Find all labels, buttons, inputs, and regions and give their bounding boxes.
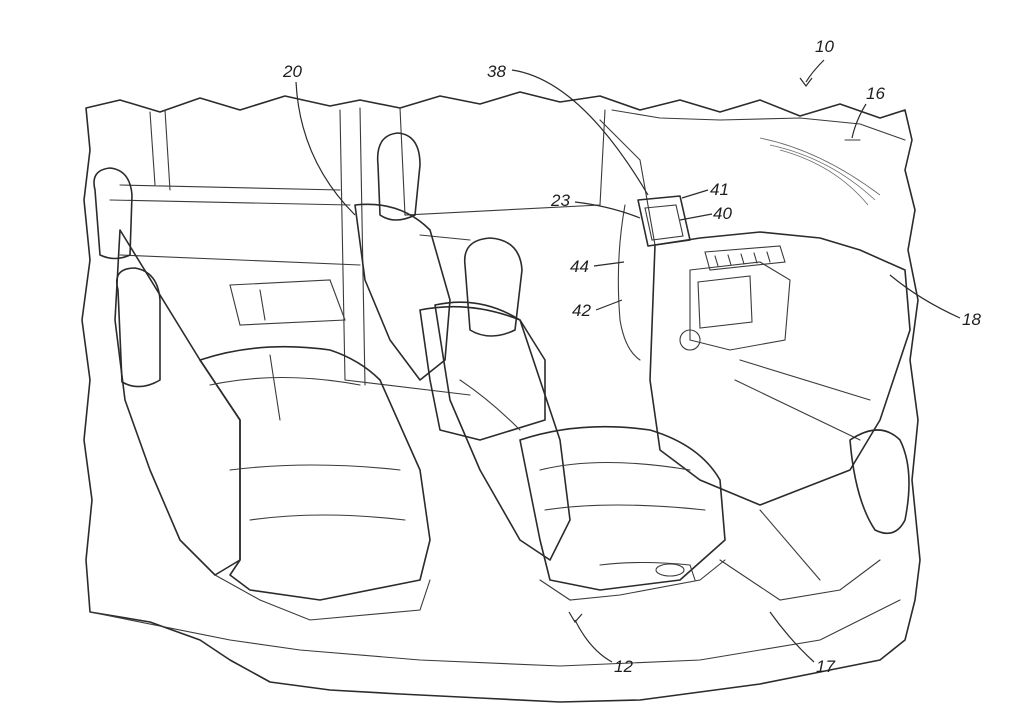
- display-unit-23: [637, 195, 691, 247]
- rear-seatback: [114, 229, 241, 576]
- ref-numeral-41: 41: [710, 180, 729, 199]
- front-passenger-seatback: [354, 203, 451, 381]
- leader-44: [593, 261, 625, 267]
- rear-seat-stitching: [209, 354, 406, 521]
- windshield: [611, 109, 906, 141]
- driver-seat-stitching: [459, 379, 706, 511]
- rear-seat-base: [214, 574, 431, 621]
- leader-18: [889, 274, 961, 319]
- leader-23: [574, 201, 641, 219]
- front-passenger-cushion: [419, 305, 546, 441]
- leader-12: [574, 619, 613, 663]
- ref-numeral-44: 44: [570, 257, 589, 276]
- ref-numeral-17: 17: [816, 657, 835, 676]
- driver-seatback: [434, 301, 571, 561]
- dashboard: [649, 231, 911, 506]
- front-passenger-headrest: [376, 132, 421, 221]
- ref-numeral-18: 18: [962, 310, 981, 329]
- arrow-10-head: [799, 77, 813, 87]
- ref-numeral-16: 16: [866, 84, 885, 103]
- steering-wheel: [849, 429, 910, 535]
- leader-40: [679, 213, 713, 221]
- leader-42: [595, 299, 623, 311]
- ref-numeral-12: 12: [614, 657, 633, 676]
- center-stack: [689, 261, 791, 351]
- center-pillar: [339, 107, 471, 396]
- display-screen-40: [644, 204, 684, 241]
- rear-seat-cushion: [199, 345, 431, 601]
- air-vents: [704, 245, 786, 271]
- rear-pillar: [109, 109, 361, 266]
- floor-edge: [89, 599, 901, 667]
- arrow-12-head: [568, 611, 583, 624]
- driver-headrest: [463, 237, 523, 337]
- glovebox-area: [734, 359, 871, 441]
- footwell: [719, 509, 881, 601]
- rear-headrest-front: [116, 267, 161, 388]
- front-door-frame: [399, 107, 656, 246]
- ref-numeral-42: 42: [572, 301, 591, 320]
- driver-seat-cushion: [519, 425, 726, 591]
- control-knob: [679, 329, 701, 351]
- infotainment-screen: [697, 275, 753, 329]
- rear-headrest-left: [93, 167, 133, 260]
- mount-42: [617, 204, 641, 361]
- leader-20: [295, 81, 356, 216]
- ref-numeral-38: 38: [487, 62, 506, 81]
- cabin-cutaway-outline: [81, 91, 921, 703]
- ref-numeral-20: 20: [282, 62, 302, 81]
- leader-16: [851, 103, 867, 139]
- rear-door-panel: [229, 279, 346, 326]
- ref-numeral-10: 10: [815, 37, 834, 56]
- leader-41: [681, 189, 709, 199]
- leader-38: [511, 69, 649, 196]
- leader-17: [769, 611, 815, 663]
- windshield-reflection: [759, 137, 881, 206]
- ref-numeral-40: 40: [713, 204, 732, 223]
- ref-numeral-23: 23: [550, 191, 570, 210]
- seat-adjust-control: [655, 563, 685, 577]
- leader-10: [805, 59, 825, 83]
- driver-seat-base: [539, 559, 726, 601]
